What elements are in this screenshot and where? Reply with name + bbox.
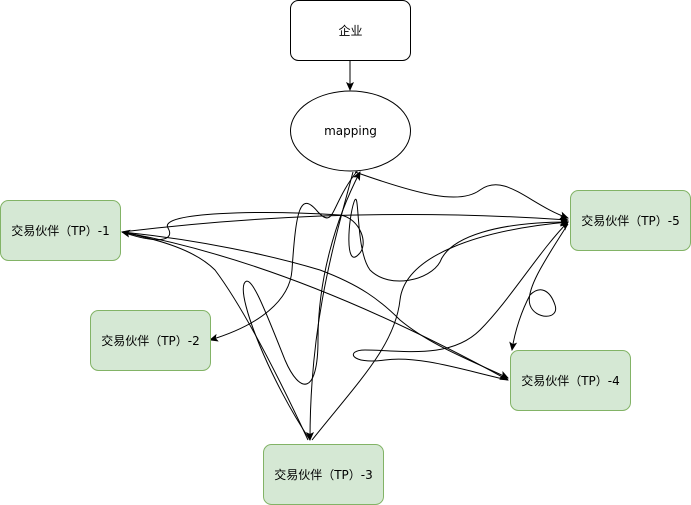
enterprise-label: 企业: [338, 23, 362, 38]
edges: [121, 60, 569, 441]
edge-tp1-to-tp4[interactable]: [121, 231, 509, 381]
edge-tp1-to-tp5-curl[interactable]: [121, 198, 569, 282]
edge-tp3-to-tp5[interactable]: [311, 218, 569, 441]
tp3-label: 交易伙伴（TP）-3: [274, 467, 373, 482]
tp1-label: 交易伙伴（TP）-1: [11, 223, 110, 238]
node-tp2[interactable]: 交易伙伴（TP）-2: [90, 310, 211, 371]
node-tp4[interactable]: 交易伙伴（TP）-4: [510, 350, 631, 411]
edge-tp1-to-tp4-curve[interactable]: [121, 231, 509, 379]
mapping-ellipse: [290, 90, 411, 172]
tp4-box: [510, 350, 631, 411]
node-enterprise[interactable]: 企业: [290, 0, 411, 61]
edge-mapping-to-tp5[interactable]: [354, 171, 569, 220]
node-tp1[interactable]: 交易伙伴（TP）-1: [0, 200, 121, 261]
edge-tp4-to-tp5-s[interactable]: [353, 221, 569, 381]
edge-mapping-to-tp3[interactable]: [306, 171, 354, 441]
mapping-label: mapping: [324, 124, 377, 138]
enterprise-box: [290, 0, 411, 61]
node-mapping[interactable]: mapping: [290, 90, 411, 172]
node-tp5[interactable]: 交易伙伴（TP）-5: [570, 190, 691, 251]
tp1-box: [0, 200, 121, 261]
tp5-label: 交易伙伴（TP）-5: [581, 213, 680, 228]
tp2-box: [90, 310, 211, 371]
tp2-label: 交易伙伴（TP）-2: [101, 333, 200, 348]
node-tp3[interactable]: 交易伙伴（TP）-3: [263, 444, 384, 505]
edge-mapping-to-tp2-loop[interactable]: [209, 169, 359, 342]
edge-tp3-loop-mapping[interactable]: [242, 171, 361, 441]
edge-tp5-to-tp4-loop[interactable]: [509, 223, 569, 351]
edge-tp3-to-tp1[interactable]: [121, 229, 309, 441]
tp4-label: 交易伙伴（TP）-4: [521, 373, 620, 388]
edge-tp1-to-tp5[interactable]: [121, 213, 569, 233]
